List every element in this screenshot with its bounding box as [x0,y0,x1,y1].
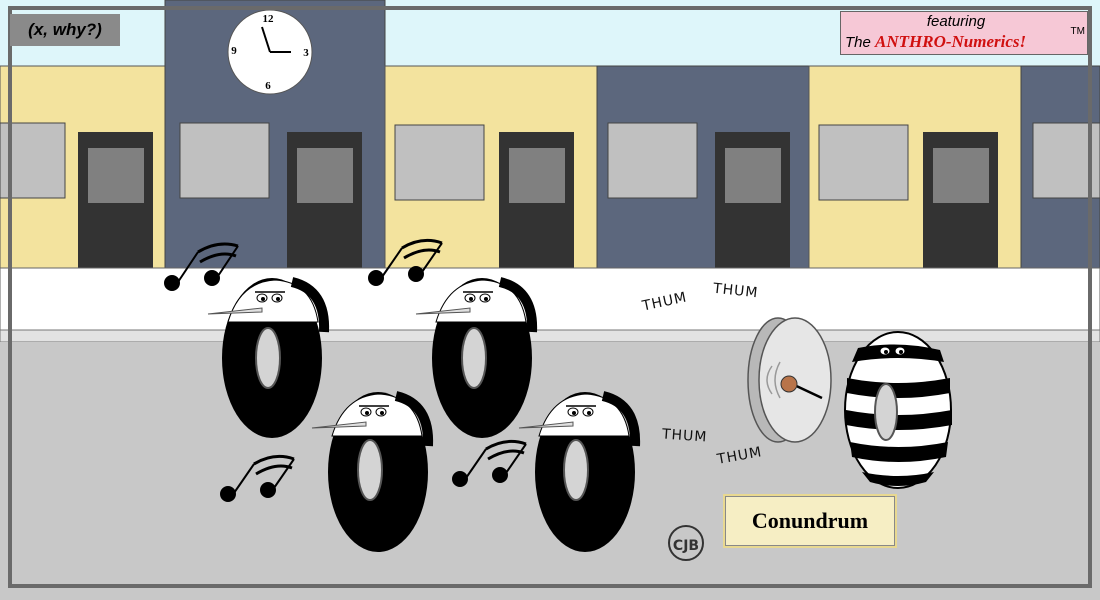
door [499,132,574,270]
drum [747,317,832,443]
zero-character-top-left [207,277,330,438]
music-note-icon [452,439,527,487]
series-name-numerics: -Numerics! [945,32,1027,51]
featuring-banner: featuring The ANTHRO-Numerics! TM [840,11,1088,55]
clock-numeral-3: 3 [303,47,309,59]
music-note-icon [368,238,443,286]
music-note-icon [164,242,239,291]
sidewalk [0,267,1100,331]
drumstick-head [780,375,798,393]
sound-effect-thum: THUM [661,426,708,446]
window [818,124,909,201]
door [287,132,362,270]
doors [78,132,998,270]
zero-character-bottom-left [311,391,434,552]
zero-character-top-right [415,277,538,438]
clock-numeral-12: 12 [263,13,275,25]
door [78,132,153,270]
door [923,132,998,270]
svg-text:CJB: CJB [673,538,699,554]
one-character-striped [844,331,952,489]
signature-logo: CJB [668,525,704,561]
clock: 12 3 6 9 [227,9,313,95]
music-note-icon [220,454,295,502]
window [607,122,698,199]
trademark-mark: TM [1070,26,1085,37]
zero-character-bottom-right [518,391,641,552]
panel-tag: (x, why?) [10,14,120,46]
clock-numeral-9: 9 [231,45,237,57]
featuring-label: featuring [926,13,986,30]
series-name: The ANTHRO-Numerics! [845,32,1026,52]
series-name-anthro: ANTHRO [875,32,946,51]
clock-hour-hand [261,26,271,53]
door [715,132,790,270]
window [394,124,485,201]
window [179,122,270,199]
curb [0,329,1100,343]
panel-border [8,6,1092,588]
series-name-the: The [845,34,876,51]
comic-title: Conundrum [723,494,897,548]
clock-numeral-6: 6 [265,80,271,92]
